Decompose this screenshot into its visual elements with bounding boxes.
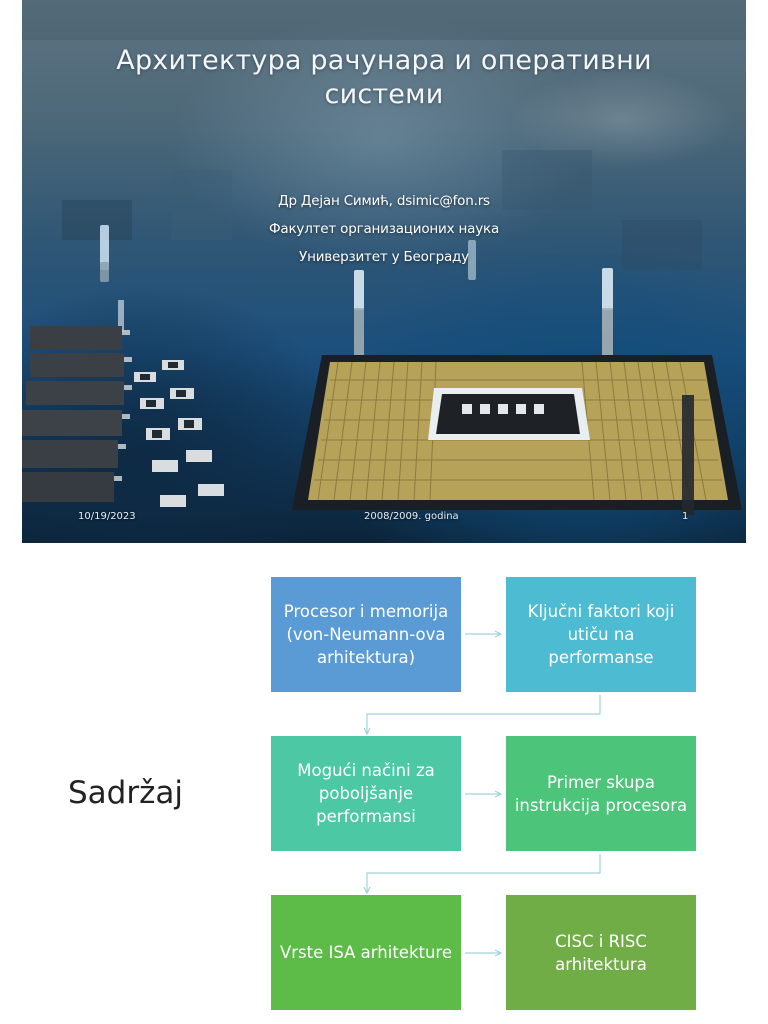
connector-arrowhead-5-6 <box>494 949 503 957</box>
contents-heading: Sadržaj <box>68 775 183 811</box>
connector-elbow-4-5 <box>366 854 601 892</box>
topic-label-3: Mogući načini za poboljšanje performansi <box>297 761 435 826</box>
faculty-line: Факултет организационих наука <box>268 221 500 237</box>
topic-label-6: CISC i RISC arhitektura <box>555 931 647 974</box>
connector-arrowhead-3-4 <box>494 790 503 798</box>
topic-label-4: Primer skupa instrukcija procesora <box>514 772 688 815</box>
slide-title-line-1: Архитектура рачунара и оперативни <box>116 45 652 76</box>
footer-center: 2008/2009. godina <box>364 511 459 522</box>
footer-page-number: 1 <box>682 511 689 522</box>
slide-title-line-2: системи <box>324 79 444 110</box>
topic-box-6: CISC i RISC arhitektura <box>506 895 696 1010</box>
topic-box-1: Procesor i memorija (von-Neumann-ova arh… <box>271 577 461 692</box>
author-line: Др Дејан Симић, dsimic@fon.rs <box>278 193 490 209</box>
topic-box-2: Ključni faktori koji utiču na performans… <box>506 577 696 692</box>
connector-arrowhead-1-2 <box>494 630 503 638</box>
circuit-board-photo <box>22 0 746 515</box>
university-line: Универзитет у Београду <box>299 249 469 265</box>
topic-label-2: Ključni faktori koji utiču na performans… <box>527 602 675 667</box>
title-slide: Архитектура рачунара и оперативни систем… <box>22 0 746 543</box>
topic-label-1: Procesor i memorija (von-Neumann-ova arh… <box>283 602 449 667</box>
connector-arrowhead-2-3 <box>363 727 371 736</box>
connector-elbow-2-3 <box>366 695 601 733</box>
topic-box-3: Mogući načini za poboljšanje performansi <box>271 736 461 851</box>
flow-connectors <box>363 630 601 957</box>
slide-title: Архитектура рачунара и оперативни систем… <box>22 44 746 112</box>
topic-label-5: Vrste ISA arhitekture <box>279 943 453 962</box>
topic-box-5: Vrste ISA arhitekture <box>271 895 461 1010</box>
footer-date: 10/19/2023 <box>78 511 136 522</box>
contents-slide: Sadržaj Procesor i memorija (von-Neumann… <box>0 543 768 1024</box>
topic-box-4: Primer skupa instrukcija procesora <box>506 736 696 851</box>
connector-arrowhead-4-5 <box>363 886 371 895</box>
